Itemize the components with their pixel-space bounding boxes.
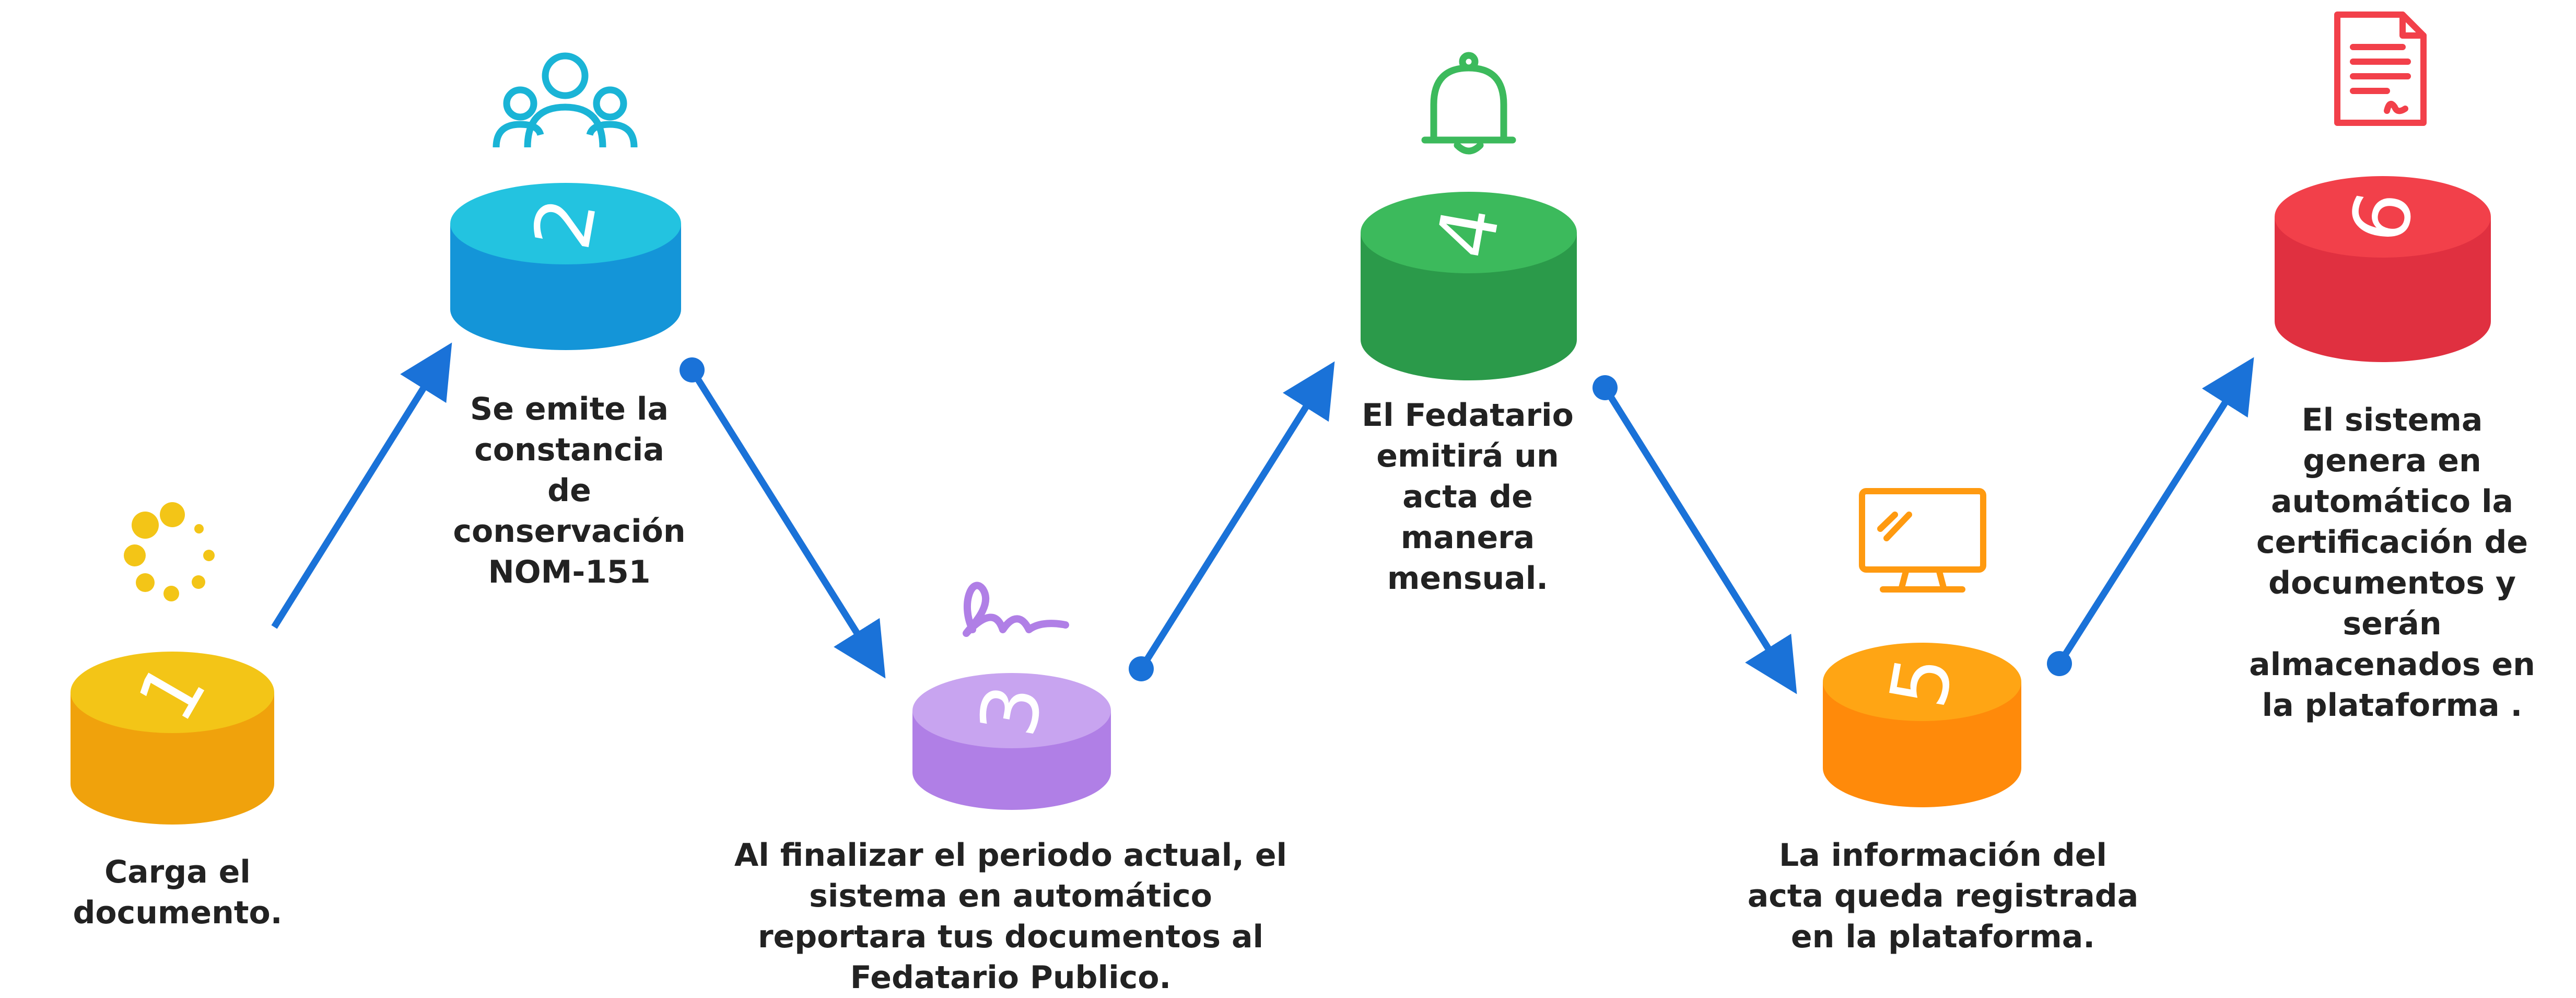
step-6-cylinder: 6 xyxy=(2275,176,2491,362)
arrow-1-to-2 xyxy=(271,342,452,629)
step-3-cylinder: 3 xyxy=(912,673,1111,810)
step-6-description: El sistema genera en automático la certi… xyxy=(2249,402,2535,724)
step-3: 3 xyxy=(912,582,1111,810)
step-2-cylinder: 2 xyxy=(450,183,681,350)
step-3-description: Al finalizar el periodo actual, el siste… xyxy=(734,837,1287,996)
step-2-description: Se emite la constancia de conservación N… xyxy=(453,391,686,590)
monitor-icon xyxy=(1859,488,1986,593)
step-4-cylinder: 4 xyxy=(1361,192,1577,380)
step-4-description: El Fedatario emitirá un acta de manera m… xyxy=(1362,397,1574,597)
arrow-3-to-4 xyxy=(1138,361,1335,671)
step-1: 1 xyxy=(71,502,274,825)
connector-arrows xyxy=(271,342,2254,694)
signature-icon xyxy=(963,582,1069,637)
arrow-2-to-3 xyxy=(689,368,886,679)
step-5-cylinder: 5 xyxy=(1823,643,2021,807)
step-1-cylinder: 1 xyxy=(71,648,274,825)
document-certificate-icon xyxy=(2334,11,2427,126)
team-people-icon xyxy=(493,52,638,148)
step-6: 6 xyxy=(2275,11,2491,362)
step-1-description: Carga el documento. xyxy=(73,854,283,931)
step-4: 4 xyxy=(1361,52,1577,380)
step-2: 2 xyxy=(450,52,681,350)
bell-icon xyxy=(1421,52,1516,155)
arrow-4-to-5 xyxy=(1602,386,1797,694)
arrow-5-to-6 xyxy=(2056,357,2254,666)
loading-dots-icon xyxy=(124,502,215,601)
step-5-description: La información del acta queda registrada… xyxy=(1747,837,2139,955)
step-5: 5 xyxy=(1823,488,2021,807)
